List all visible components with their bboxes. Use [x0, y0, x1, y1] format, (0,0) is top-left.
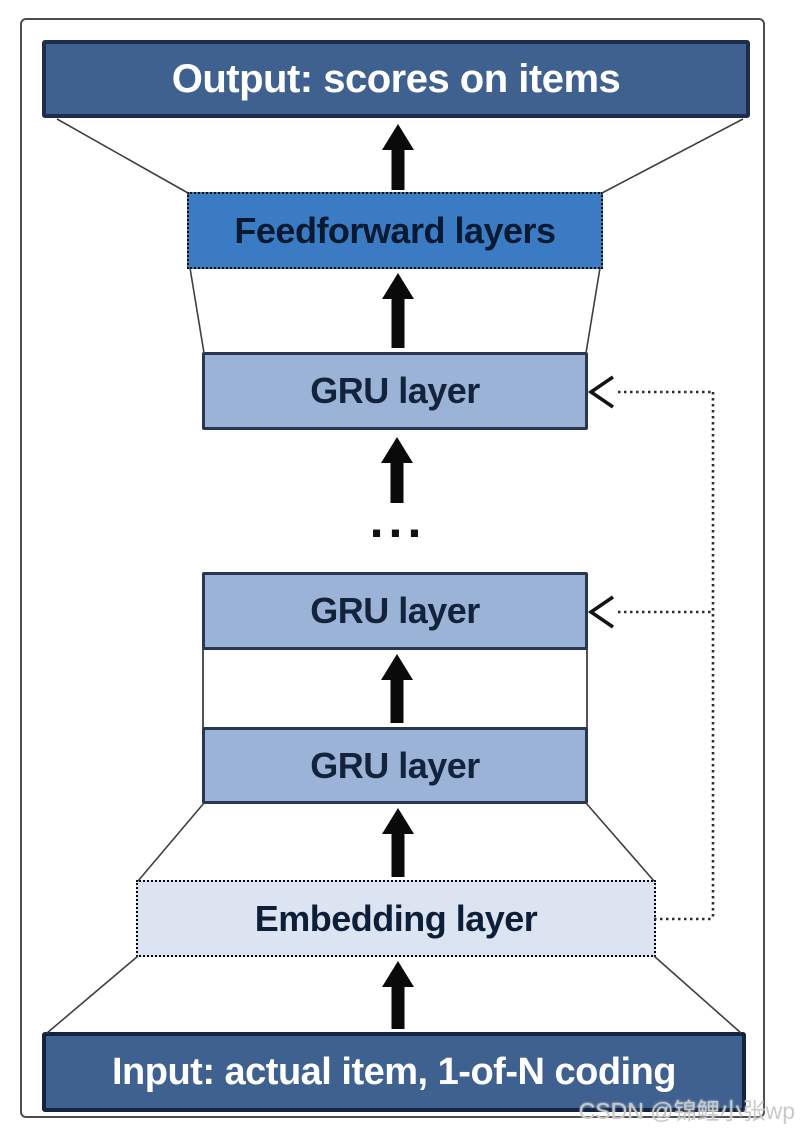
gru-layer-top-label: GRU layer — [310, 370, 480, 411]
hidden-layers-ellipsis: ... — [369, 492, 427, 548]
feedforward-layer-label: Feedforward layers — [234, 209, 556, 251]
gru-layer-top-box: GRU layer — [202, 352, 588, 430]
output-layer-box: Output: scores on items — [42, 40, 750, 118]
input-layer-box: Input: actual item, 1-of-N coding — [42, 1032, 746, 1112]
watermark: CSDN @锦鲤小张wp — [578, 1098, 795, 1124]
gru-layer-middle-box: GRU layer — [202, 572, 588, 650]
gru-layer-bottom-box: GRU layer — [202, 727, 588, 804]
embedding-layer-box: Embedding layer — [136, 880, 656, 957]
input-layer-label: Input: actual item, 1-of-N coding — [111, 1050, 677, 1093]
feedforward-layer-box: Feedforward layers — [187, 192, 603, 269]
gru-layer-bottom-label: GRU layer — [310, 744, 480, 786]
gru-layer-middle-label: GRU layer — [310, 590, 480, 631]
output-layer-label: Output: scores on items — [171, 56, 621, 101]
embedding-layer-label: Embedding layer — [254, 897, 538, 939]
